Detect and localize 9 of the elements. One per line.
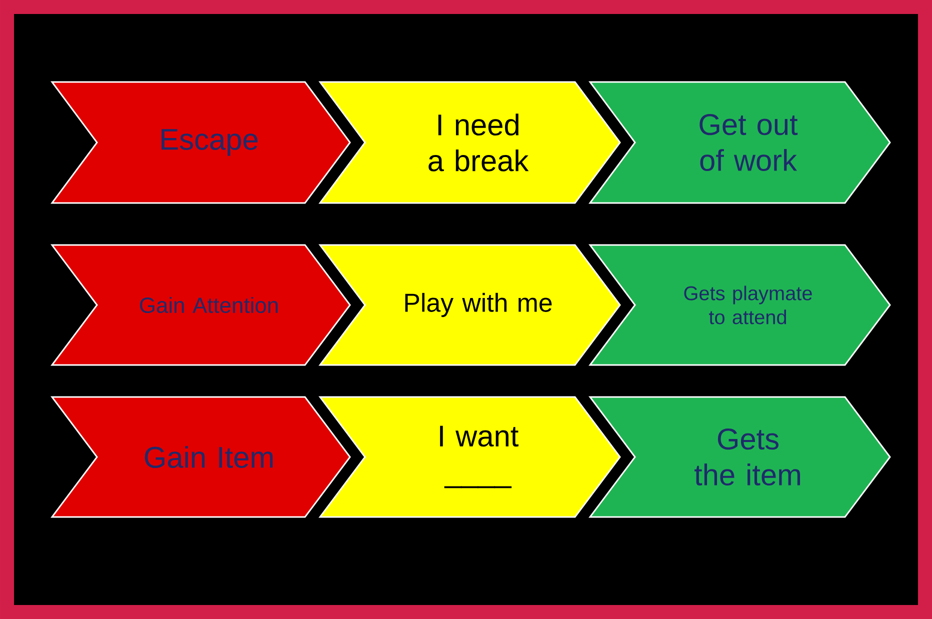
chevron-box: Gain Item xyxy=(50,396,351,518)
chevron-box: I want ____ xyxy=(318,396,621,518)
chevron-box: Gets playmate to attend xyxy=(588,244,891,366)
chevron-box: Play with me xyxy=(318,244,621,366)
chevron-box: Gain Attention xyxy=(50,244,351,366)
chevron-box: Get out of work xyxy=(588,81,891,204)
chevron-box: Escape xyxy=(50,81,351,204)
chevron-box: Gets the item xyxy=(588,396,891,518)
chevron-box: I need a break xyxy=(318,81,621,204)
